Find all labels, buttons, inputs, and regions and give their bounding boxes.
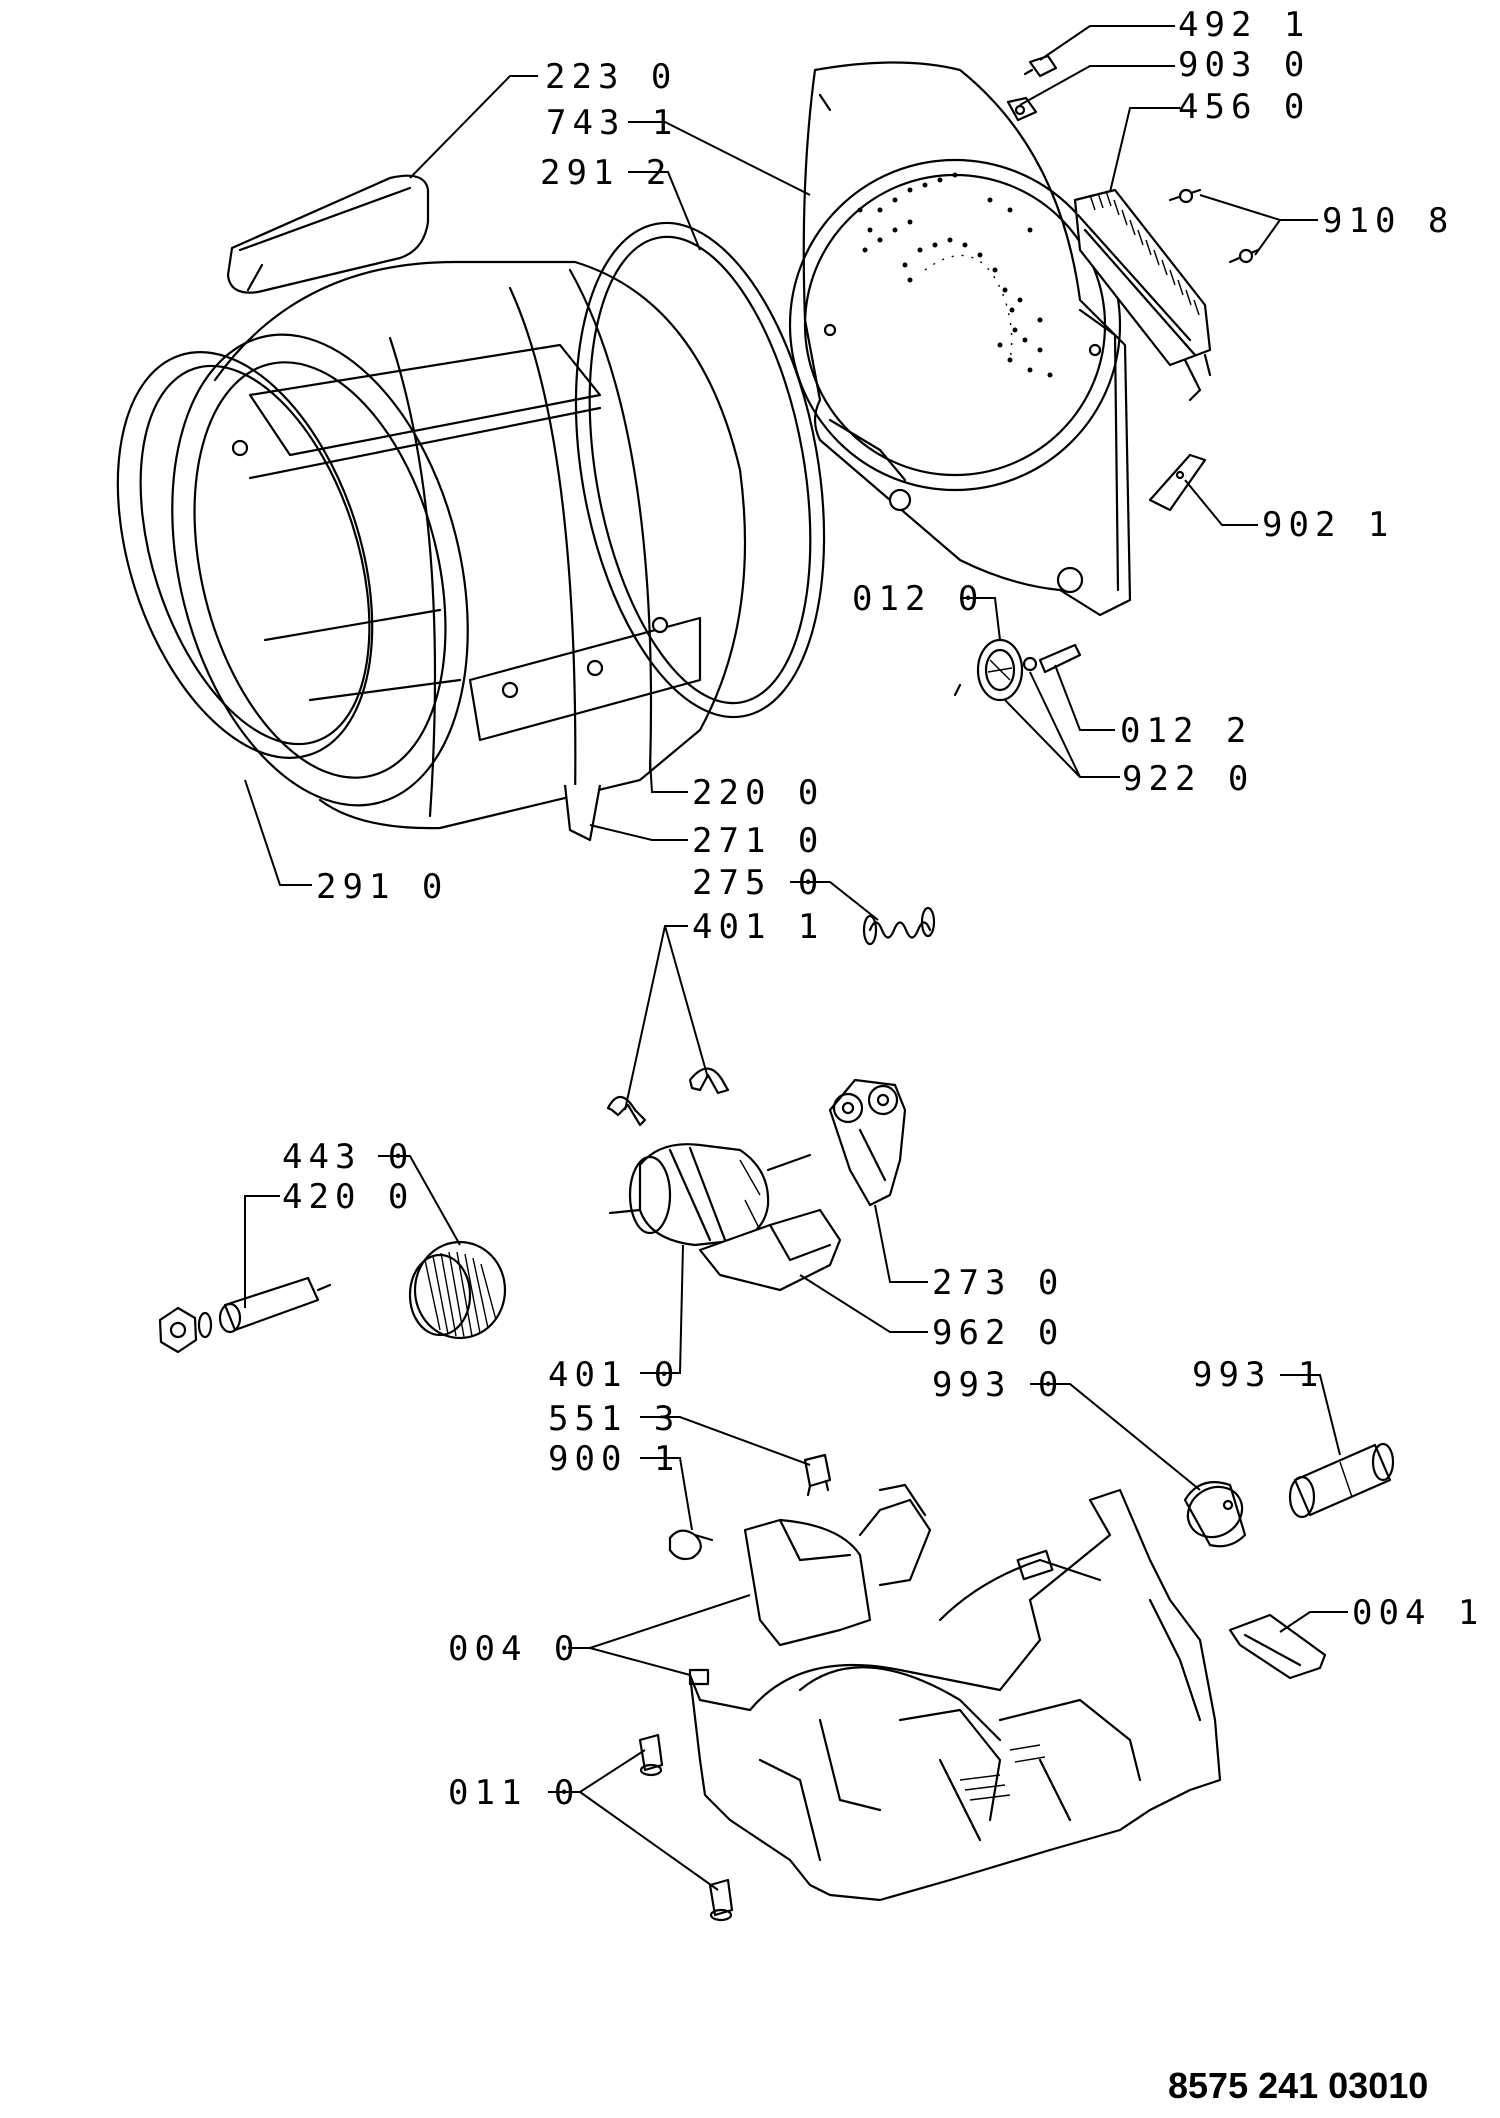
part-base bbox=[688, 1483, 1222, 1902]
part-front-seal-ring bbox=[116, 351, 374, 759]
part-knob bbox=[1183, 1481, 1247, 1548]
part-screws bbox=[1168, 188, 1260, 264]
callout-275-0: 275 0 bbox=[692, 863, 824, 903]
callout-993-0: 993 0 bbox=[932, 1365, 1064, 1405]
part-shaft bbox=[1022, 643, 1082, 674]
part-capacitor bbox=[158, 1276, 332, 1354]
callout-900-1: 900 1 bbox=[548, 1439, 680, 1479]
part-motor-clips bbox=[606, 1067, 730, 1127]
part-drum bbox=[171, 260, 747, 830]
part-connector bbox=[803, 1453, 832, 1497]
callout-962-0: 962 0 bbox=[932, 1313, 1064, 1353]
callout-993-1: 993 1 bbox=[1192, 1355, 1324, 1395]
callout-291-0: 291 0 bbox=[316, 867, 448, 907]
part-902-thermostat bbox=[1148, 453, 1207, 512]
part-spring bbox=[862, 906, 936, 946]
callout-012-0: 012 0 bbox=[852, 579, 984, 619]
callout-902-1: 902 1 bbox=[1262, 505, 1394, 545]
callout-922-0: 922 0 bbox=[1122, 759, 1254, 799]
callout-910-8: 910 8 bbox=[1322, 201, 1454, 241]
part-rear-seal-ring bbox=[574, 221, 826, 719]
document-number: 8575 241 03010 bbox=[1168, 2065, 1428, 2106]
callout-004-1: 004 1 bbox=[1352, 1593, 1484, 1633]
part-cover-plate bbox=[1228, 1613, 1327, 1680]
callout-291-2: 291 2 bbox=[540, 153, 672, 193]
callout-223-0: 223 0 bbox=[545, 57, 677, 97]
callout-443-0: 443 0 bbox=[282, 1137, 414, 1177]
part-feet bbox=[638, 1733, 734, 1922]
part-blower-wheel bbox=[408, 1240, 507, 1340]
part-rear-bulkhead bbox=[788, 61, 1132, 617]
callout-903-0: 903 0 bbox=[1178, 45, 1310, 85]
callout-271-0: 271 0 bbox=[692, 821, 824, 861]
part-bearing bbox=[953, 638, 1024, 702]
part-paddle bbox=[563, 784, 602, 842]
part-hose-clip bbox=[668, 1529, 714, 1561]
part-filter-cylinder bbox=[1288, 1442, 1395, 1519]
part-drum-rib bbox=[226, 174, 430, 294]
part-heating-element bbox=[1073, 188, 1212, 402]
part-idler-arm bbox=[828, 1078, 907, 1207]
callout-401-1: 401 1 bbox=[692, 907, 824, 947]
part-903-clip bbox=[1006, 96, 1038, 122]
leader-lines bbox=[244, 25, 1348, 1891]
callout-492-1: 492 1 bbox=[1178, 5, 1310, 45]
callout-labels: 492 1 903 0 456 0 223 0 743 1 291 2 910 … bbox=[282, 5, 1484, 1813]
callout-012-2: 012 2 bbox=[1120, 711, 1252, 751]
callout-011-0: 011 0 bbox=[448, 1773, 580, 1813]
part-motor bbox=[608, 1143, 812, 1247]
callout-743-1: 743 1 bbox=[546, 103, 678, 143]
callout-004-0: 004 0 bbox=[448, 1629, 580, 1669]
callout-456-0: 456 0 bbox=[1178, 87, 1310, 127]
callout-420-0: 420 0 bbox=[282, 1177, 414, 1217]
part-motor-bracket bbox=[698, 1208, 842, 1292]
callout-273-0: 273 0 bbox=[932, 1263, 1064, 1303]
callout-220-0: 220 0 bbox=[692, 773, 824, 813]
callout-551-3: 551 3 bbox=[548, 1399, 680, 1439]
callout-401-0: 401 0 bbox=[548, 1355, 680, 1395]
